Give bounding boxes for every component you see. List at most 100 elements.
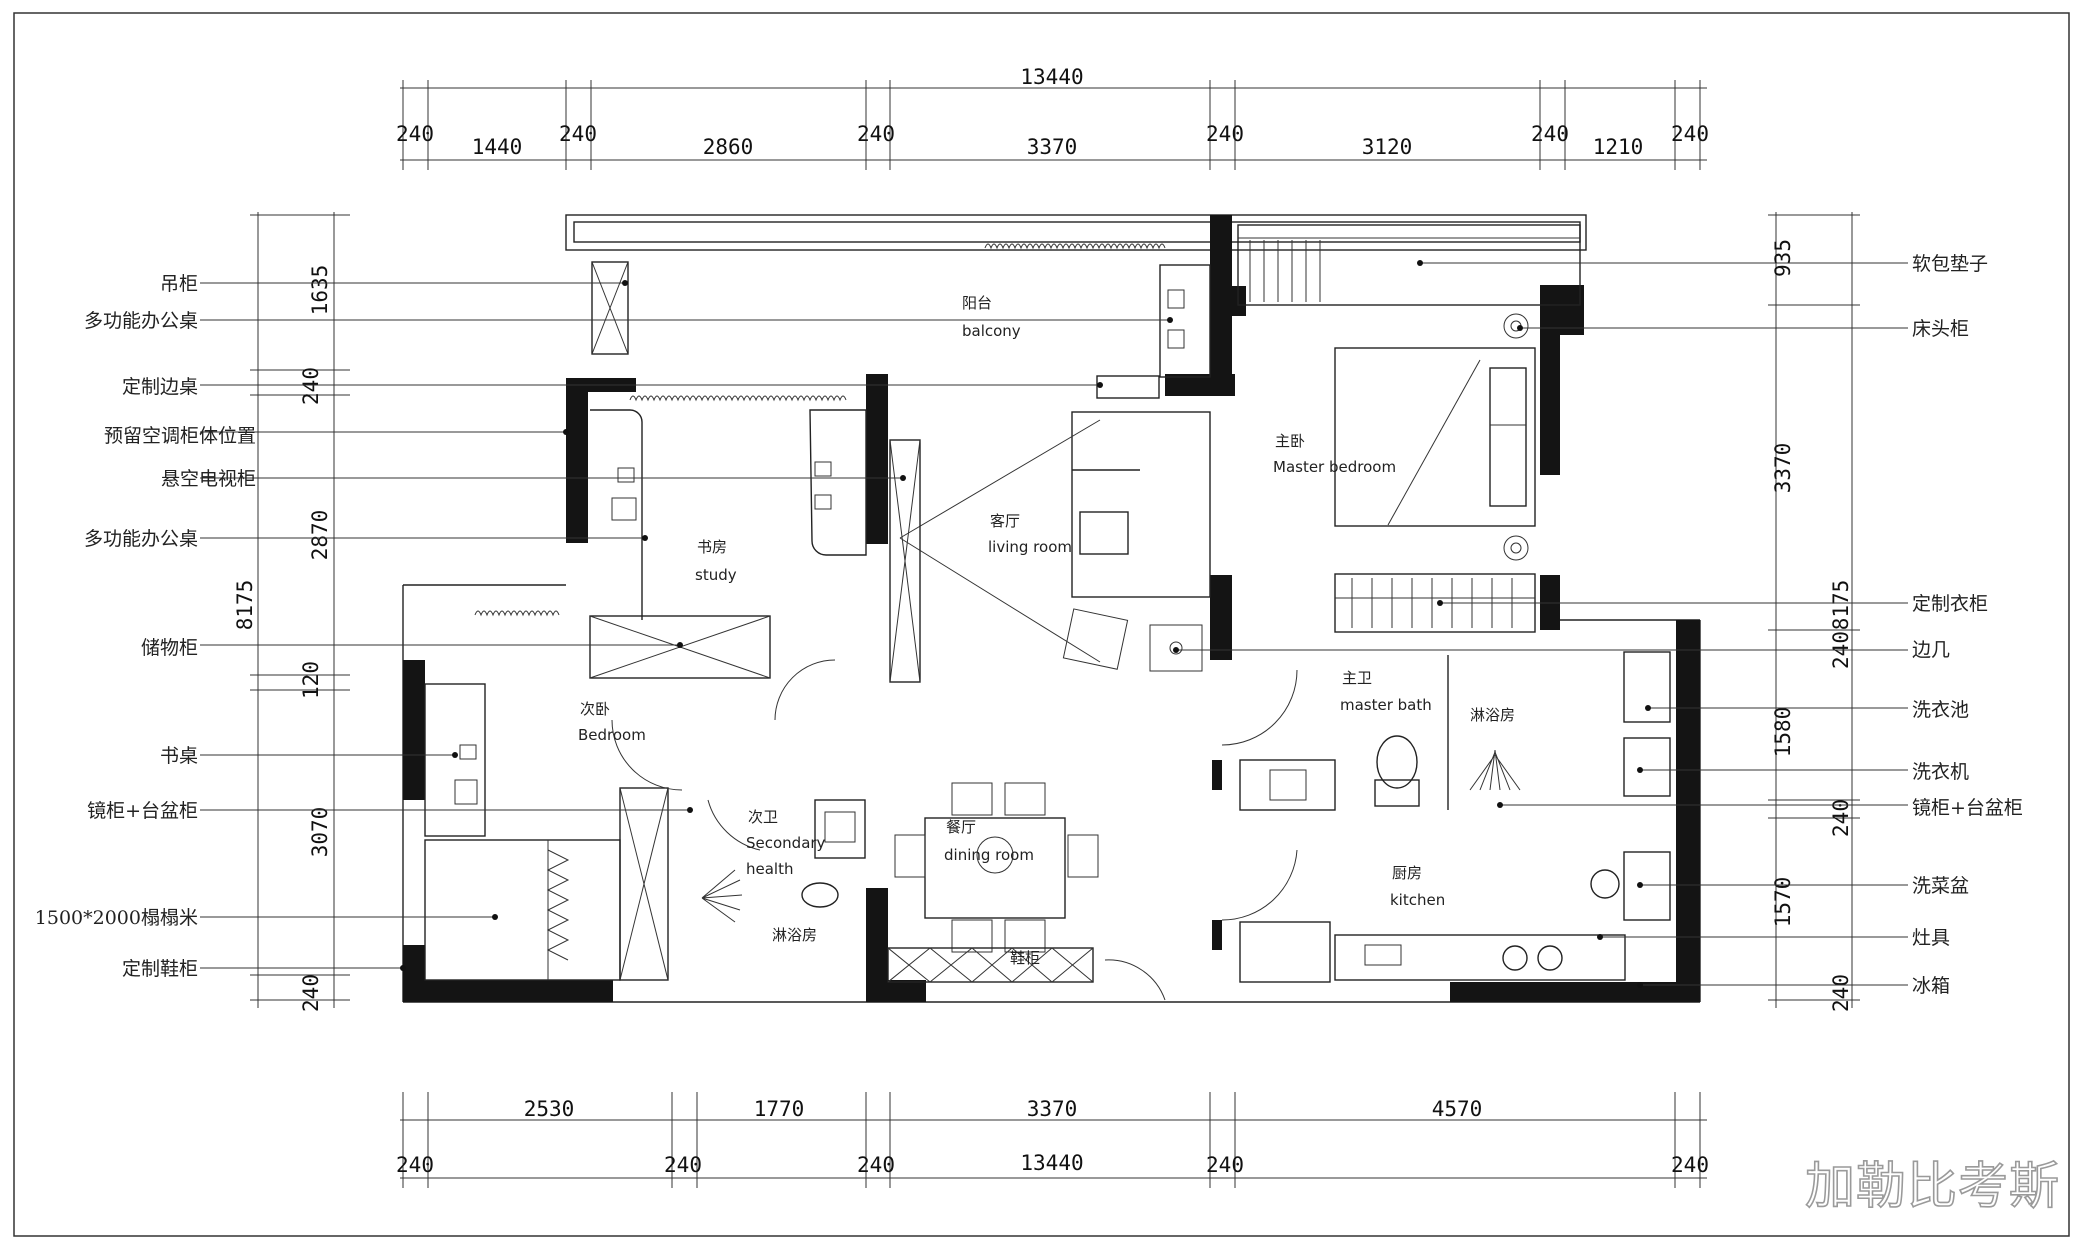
left-leader-dot-7 — [452, 752, 458, 758]
left-label-2: 多功能办公桌 — [84, 310, 198, 332]
right-label-5: 洗衣池 — [1912, 699, 1969, 721]
left-dim-4: 120 — [299, 661, 323, 699]
study-label-en: study — [695, 566, 737, 584]
hanging-cabinet — [591, 261, 629, 355]
right-label-8: 洗菜盆 — [1912, 875, 1969, 897]
bottom-dim-4: 4570 — [1432, 1097, 1483, 1121]
left-label-9: 镜柜+台盆柜 — [87, 800, 198, 822]
living-label-cn: 客厅 — [990, 512, 1020, 530]
room-labels: 阳台 balcony 书房 study 客厅 living room 主卧 Ma… — [578, 294, 1515, 967]
kitchen-label-cn: 厨房 — [1392, 864, 1422, 882]
master-label-cn: 主卧 — [1275, 432, 1305, 450]
right-label-3: 定制衣柜 — [1912, 593, 1988, 615]
top-dim-4: 2860 — [703, 135, 754, 159]
left-annotations: 吊柜 多功能办公桌 定制边桌 预留空调柜体位置 悬空电视柜 多功能办公桌 储物柜… — [35, 273, 1173, 980]
right-leader-dot-8 — [1597, 934, 1603, 940]
bottom-wall-2: 240 — [664, 1153, 702, 1177]
bottom-wall-5: 240 — [1671, 1153, 1709, 1177]
left-leader-dot-10 — [400, 965, 406, 971]
left-leader-dot-9 — [492, 914, 498, 920]
top-dim-2: 1440 — [472, 135, 523, 159]
right-dim-1: 935 — [1771, 239, 1795, 277]
balcony-label-en: balcony — [962, 322, 1021, 340]
bottom-dim-2: 1770 — [754, 1097, 805, 1121]
master-bath-label-en: master bath — [1340, 696, 1432, 714]
left-label-4: 预留空调柜体位置 — [104, 425, 256, 447]
cabinet-label: 鞋柜 — [1010, 949, 1040, 967]
top-dim-11: 240 — [1671, 122, 1709, 146]
top-dim-5: 240 — [857, 122, 895, 146]
left-dim-5: 3070 — [308, 807, 332, 858]
left-label-6: 多功能办公桌 — [84, 528, 198, 550]
left-label-10: 1500*2000榻榻米 — [35, 907, 198, 929]
bottom-total-dim: 13440 — [1020, 1151, 1083, 1175]
top-dim-7: 240 — [1206, 122, 1244, 146]
watermark: 加勒比考斯 — [1805, 1157, 2060, 1215]
right-dim-2: 3370 — [1771, 443, 1795, 494]
top-dimensions: 13440 240 1440 240 2860 240 3370 240 312… — [396, 65, 1709, 170]
master-bath-label-cn: 主卫 — [1342, 669, 1372, 687]
left-leader-dot-5 — [642, 535, 648, 541]
bottom-dim-1: 2530 — [524, 1097, 575, 1121]
left-leader-dot-1 — [1167, 317, 1173, 323]
top-dim-10: 1210 — [1593, 135, 1644, 159]
top-total-dim: 13440 — [1020, 65, 1083, 89]
right-label-2: 床头柜 — [1912, 318, 1969, 340]
left-leader-dot-4 — [900, 475, 906, 481]
right-label-7: 镜柜+台盆柜 — [1912, 797, 2023, 819]
right-leader-dot-6 — [1497, 802, 1503, 808]
bottom-wall-3: 240 — [857, 1153, 895, 1177]
top-dim-1: 240 — [396, 122, 434, 146]
left-label-8: 书桌 — [160, 745, 198, 767]
secondary-label-en2: health — [746, 860, 793, 878]
right-dimensions: 935 3370 8175 240 1580 240 1570 240 — [1768, 212, 1860, 1012]
right-label-9: 灶具 — [1912, 927, 1950, 949]
left-leader-dot-6 — [677, 642, 683, 648]
top-dim-9: 240 — [1531, 122, 1569, 146]
right-leader-dot-5 — [1637, 767, 1643, 773]
left-dim-3: 2870 — [308, 510, 332, 561]
secondary-label-cn: 次卫 — [748, 808, 778, 826]
plan-outline — [402, 214, 1701, 1003]
bottom-dim-3: 3370 — [1027, 1097, 1078, 1121]
right-label-10: 冰箱 — [1912, 975, 1950, 997]
right-leader-dot-7 — [1637, 882, 1643, 888]
bottom-wall-1: 240 — [396, 1153, 434, 1177]
left-label-11: 定制鞋柜 — [122, 958, 198, 980]
dining-label-cn: 餐厅 — [946, 818, 976, 836]
master-label-en: Master bedroom — [1273, 458, 1396, 476]
bottom-cabinet — [887, 947, 1094, 983]
shower1-label: 淋浴房 — [1470, 706, 1515, 724]
left-dim-2: 240 — [299, 367, 323, 405]
right-leader-dot-9 — [1637, 982, 1643, 988]
right-label-6: 洗衣机 — [1912, 761, 1969, 783]
bedroom-label-cn: 次卧 — [580, 700, 610, 718]
right-label-1: 软包垫子 — [1912, 253, 1988, 275]
top-dim-3: 240 — [559, 122, 597, 146]
bedroom-label-en: Bedroom — [578, 726, 646, 744]
left-leader-dot-8 — [687, 807, 693, 813]
secondary-label-en: Secondary — [746, 834, 826, 852]
right-leader-dot-3 — [1173, 647, 1179, 653]
left-leader-dot-2 — [1097, 382, 1103, 388]
drawing-frame — [13, 12, 2070, 1237]
kitchen-label-en: kitchen — [1390, 891, 1445, 909]
left-total-dim: 8175 — [233, 580, 257, 631]
study-label-cn: 书房 — [697, 538, 727, 556]
left-leader-dot-0 — [622, 280, 628, 286]
left-leader-dot-3 — [563, 429, 569, 435]
bottom-wall-4: 240 — [1206, 1153, 1244, 1177]
left-label-7: 储物柜 — [141, 637, 198, 659]
walls — [403, 215, 1700, 1002]
right-leader-dot-0 — [1417, 260, 1423, 266]
right-label-4: 边几 — [1912, 639, 1950, 661]
left-dim-1: 1635 — [308, 265, 332, 316]
right-leader-dot-2 — [1437, 600, 1443, 606]
right-annotations: 软包垫子 床头柜 定制衣柜 边几 洗衣池 洗衣机 镜柜+台盆柜 洗菜盆 灶具 冰… — [1173, 253, 2023, 997]
top-dim-8: 3120 — [1362, 135, 1413, 159]
right-total-dim: 8175 — [1829, 580, 1853, 631]
left-label-3: 定制边桌 — [122, 376, 198, 398]
right-dim-4: 1580 — [1771, 707, 1795, 758]
balcony-label-cn: 阳台 — [962, 294, 992, 312]
